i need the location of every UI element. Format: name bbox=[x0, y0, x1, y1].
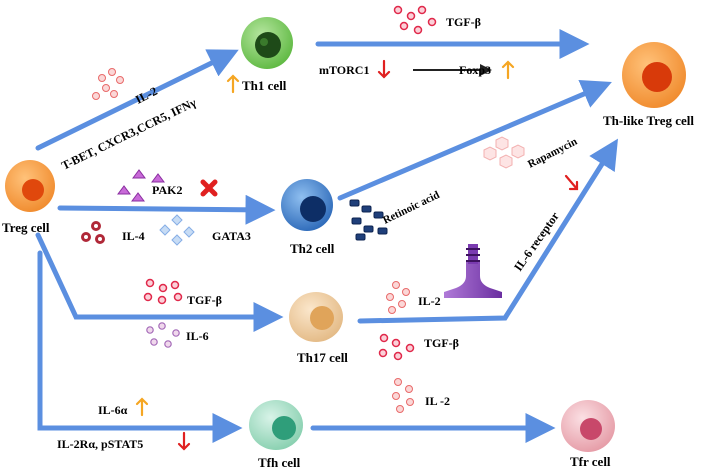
il6a-label: IL-6α bbox=[98, 403, 128, 417]
tgfb-th17-right-label: TGF-β bbox=[424, 336, 459, 350]
il6-molecules bbox=[146, 322, 180, 348]
inhibition-cross bbox=[200, 179, 218, 197]
down-arrow-icon bbox=[177, 431, 191, 451]
down-arrow-icon bbox=[564, 174, 579, 191]
tgfb-th17-label: TGF-β bbox=[187, 293, 222, 307]
th2-cell bbox=[281, 179, 333, 231]
th1-cell-label: Th1 cell bbox=[242, 78, 287, 93]
thlike-treg-cell bbox=[622, 42, 686, 108]
receptor-icon bbox=[444, 244, 502, 298]
tfr-cell-label: Tfr cell bbox=[570, 454, 611, 468]
rapamycin-molecules bbox=[483, 136, 525, 169]
tbet-label: T-BET, CXCR3,CCR5, IFNγ bbox=[59, 95, 198, 173]
tfh-cell-label: Tfh cell bbox=[258, 455, 301, 468]
up-arrow-icon bbox=[501, 60, 515, 80]
thlike-treg-cell-label: Th-like Treg cell bbox=[603, 113, 694, 128]
arrow-treg-to-th2 bbox=[57, 194, 276, 225]
th17-cell bbox=[289, 292, 343, 342]
pathway-arrows bbox=[35, 29, 618, 443]
up-arrow-icon bbox=[226, 74, 240, 94]
gata3-molecules bbox=[159, 214, 195, 246]
down-arrow-icon bbox=[377, 59, 391, 79]
tfh-cell bbox=[249, 400, 303, 450]
arrow-treg-to-th1 bbox=[35, 49, 239, 151]
il2ra-label: IL-2Rα, pSTAT5 bbox=[57, 437, 143, 451]
th2-cell-label: Th2 cell bbox=[290, 241, 335, 256]
tfr-cell bbox=[561, 400, 615, 452]
pak2-molecules bbox=[117, 169, 165, 202]
tgfb-molecules-th17 bbox=[143, 278, 183, 305]
retinoic-acid-molecules bbox=[349, 199, 388, 241]
il2-molecules-tfr bbox=[392, 378, 414, 413]
il6-label: IL-6 bbox=[186, 329, 209, 343]
treg-cell bbox=[5, 160, 55, 212]
treg-cell-label: Treg cell bbox=[2, 220, 50, 235]
rapamycin-label: Rapamycin bbox=[526, 136, 579, 171]
il2-molecules-th17 bbox=[386, 281, 410, 314]
pak2-label: PAK2 bbox=[152, 183, 182, 197]
th17-cell-label: Th17 cell bbox=[297, 350, 348, 365]
il4-label: IL-4 bbox=[122, 229, 145, 243]
gata3-label: GATA3 bbox=[212, 229, 251, 243]
il4-molecules bbox=[81, 221, 105, 244]
il2-molecules-top bbox=[92, 68, 124, 100]
tgfb-molecules-top bbox=[393, 5, 437, 35]
up-arrow-icon bbox=[135, 397, 149, 417]
arrow-treg-to-th17 bbox=[35, 232, 284, 332]
retinoic-acid-label: Retinoic acid bbox=[381, 189, 441, 227]
arrow-th17-to-thlike bbox=[357, 138, 618, 324]
tgfb-molecules-th17-right bbox=[378, 333, 415, 361]
il2-label-top: IL-2 bbox=[133, 84, 160, 107]
th1-cell bbox=[241, 17, 293, 69]
arrow-treg-to-tfh bbox=[37, 250, 243, 443]
tgfb-label-top: TGF-β bbox=[446, 15, 481, 29]
arrow-th2-to-thlike bbox=[337, 80, 612, 201]
il2-tfr-label: IL -2 bbox=[425, 394, 450, 408]
foxp3-label: Foxp3 bbox=[459, 63, 491, 77]
il2-th17-label: IL-2 bbox=[418, 294, 441, 308]
mtorc1-label: mTORC1 bbox=[319, 63, 369, 77]
